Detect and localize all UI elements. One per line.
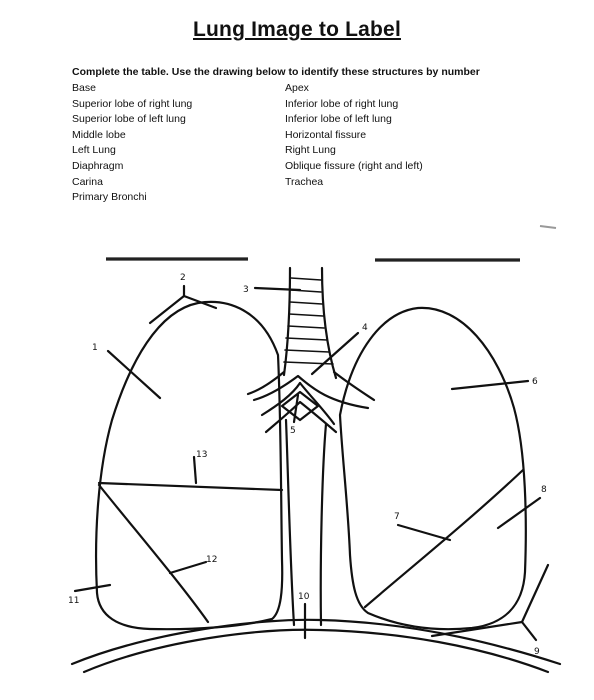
leader-8 [496, 496, 542, 530]
leader-2 [148, 294, 218, 325]
label-8: 8 [541, 485, 547, 495]
left-lung-outline [338, 306, 527, 631]
label-4: 4 [362, 323, 368, 333]
label-6: 6 [532, 377, 538, 387]
term-item: Inferior lobe of left lung [285, 113, 392, 126]
term-item: Superior lobe of right lung [72, 97, 193, 110]
left-oblique-fissure [363, 468, 525, 609]
label-9: 9 [534, 647, 540, 657]
term-item: Diaphragm [72, 159, 124, 172]
right-lung-outline [94, 300, 284, 631]
leader-5 [292, 393, 300, 424]
term-item: Right Lung [285, 144, 336, 157]
term-item: Inferior lobe of right lung [285, 97, 399, 110]
label-11: 11 [68, 596, 79, 606]
leader-6 [450, 379, 530, 391]
label-5: 5 [290, 426, 296, 436]
label-7: 7 [394, 512, 400, 522]
label-3: 3 [243, 285, 249, 295]
diaphragm-line-lower [82, 628, 550, 674]
terms-column-right: Apex Inferior lobe of right lung Inferio… [285, 81, 423, 190]
right-oblique-fissure [97, 483, 210, 624]
leader-9 [430, 563, 550, 638]
diaphragm [70, 618, 562, 666]
trachea [282, 266, 338, 380]
term-item: Primary Bronchi [72, 191, 147, 204]
term-item: Middle lobe [72, 128, 126, 141]
leader-11 [73, 583, 112, 593]
horizontal-fissure [97, 481, 284, 492]
term-item: Trachea [285, 175, 324, 188]
label-1: 1 [92, 343, 98, 353]
terms-column-left: Base Superior lobe of right lung Superio… [72, 81, 192, 206]
leader-3 [253, 286, 302, 292]
leader-12 [168, 560, 208, 575]
leader-7 [396, 523, 452, 542]
primary-bronchi [246, 370, 376, 434]
page-title: Lung Image to Label [193, 18, 401, 41]
mediastinum [284, 418, 328, 627]
label-12: 12 [206, 555, 217, 565]
label-13: 13 [196, 450, 207, 460]
term-item: Left Lung [72, 144, 116, 157]
leader-13 [192, 455, 198, 485]
leader-1 [106, 349, 162, 400]
term-item: Carina [72, 175, 103, 188]
leader-lines [73, 284, 550, 642]
term-item: Apex [285, 82, 309, 94]
edge-mark [539, 225, 557, 229]
leader-4 [310, 331, 360, 376]
term-item: Oblique fissure (right and left) [285, 159, 423, 172]
instructions: Complete the table. Use the drawing belo… [72, 66, 480, 78]
term-item: Superior lobe of left lung [72, 113, 186, 126]
term-item: Base [72, 82, 96, 94]
term-item: Horizontal fissure [285, 128, 367, 141]
label-2: 2 [180, 273, 186, 283]
label-10: 10 [298, 592, 310, 602]
